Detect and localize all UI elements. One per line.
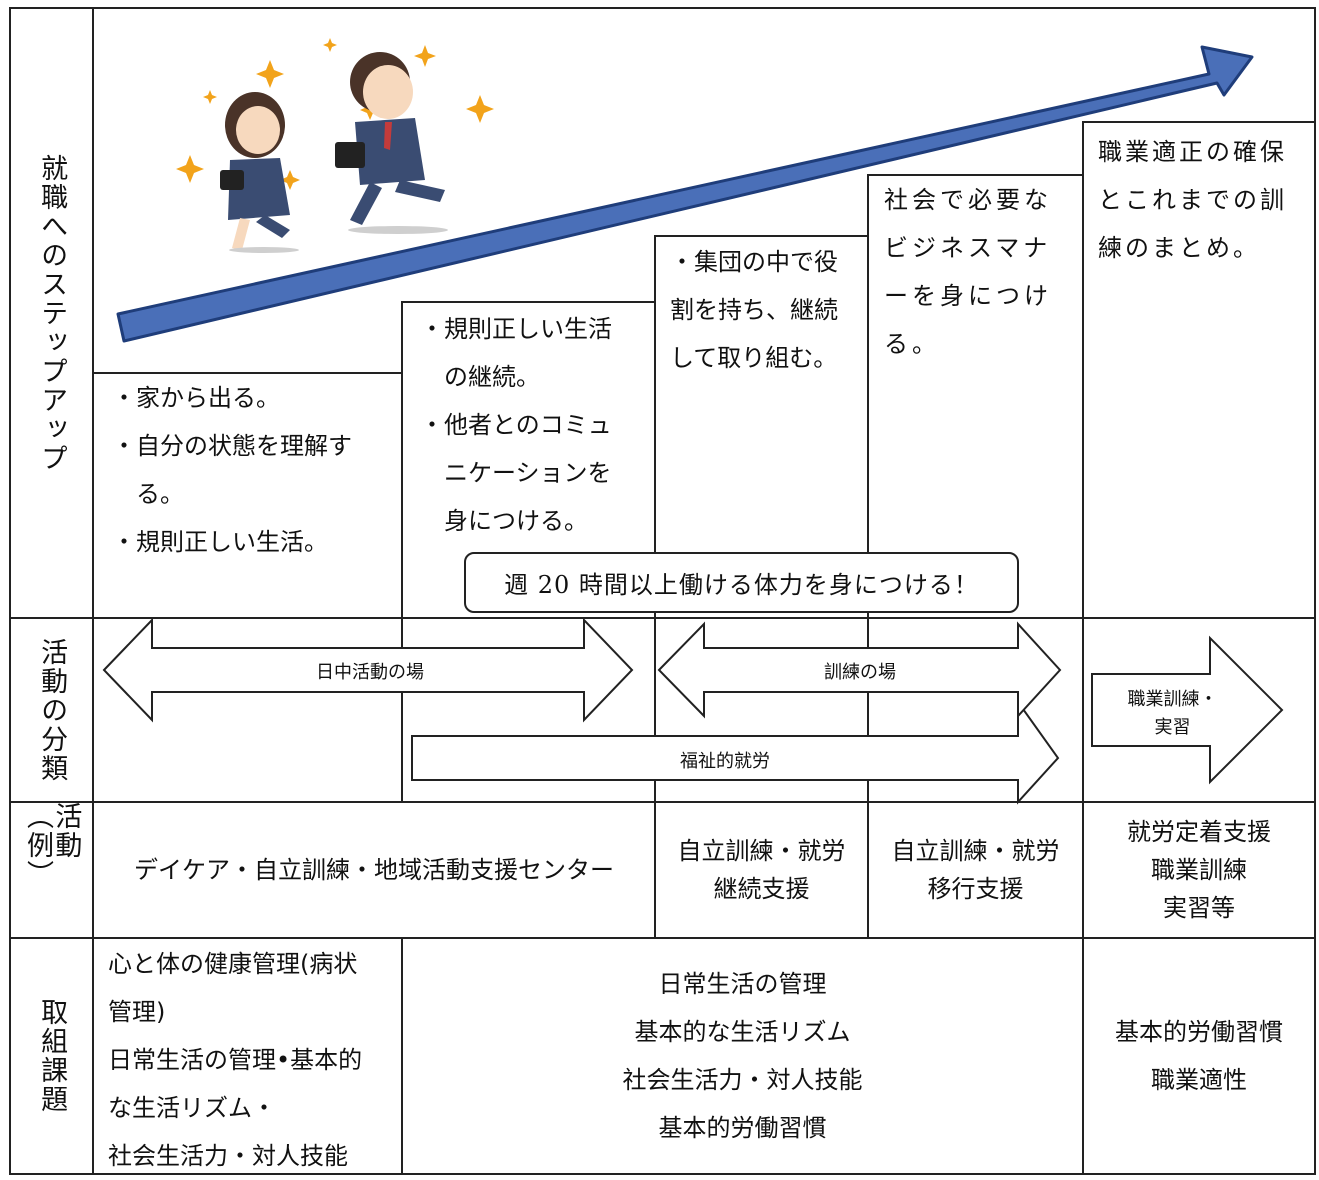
row-label-activity-example: 活動︵例︶ <box>10 802 92 938</box>
step-2-line: ニケーションを <box>420 459 612 487</box>
man-figure <box>335 52 448 234</box>
callout-text: 週 20 時間以上働ける体力を身につける！ <box>504 571 979 599</box>
step-2-line: ・他者とのコミュ <box>420 411 612 439</box>
step-4-line: ーを身につけ <box>884 282 1052 310</box>
example-cell-3: 自立訓練・就労 移行支援 <box>869 803 1082 937</box>
example-text: 実習等 <box>1163 894 1235 922</box>
step-3-line: ・集団の中で役 <box>670 248 838 276</box>
example-cell-2: 自立訓練・就労 継続支援 <box>656 803 867 937</box>
progress-arrow <box>116 45 1254 343</box>
example-text: 自立訓練・就労 <box>891 837 1060 865</box>
vocational-arrow <box>1091 635 1284 785</box>
running-people-illustration <box>176 38 494 253</box>
example-cell-1: デイケア・自立訓練・地域活動支援センター <box>94 803 654 937</box>
issue-line: 社会生活力・対人技能 <box>622 1066 863 1094</box>
issues-cell-2: 日常生活の管理 基本的な生活リズム 社会生活力・対人技能 基本的労働習慣 <box>403 939 1082 1173</box>
issue-line: 日常生活の管理 <box>658 970 827 998</box>
step-1-line: る。 <box>112 480 184 508</box>
step-2-text: ・規則正しい生活 の継続。 ・他者とのコミュ ニケーションを 身につける。 <box>420 305 652 545</box>
welfare-arrow-label: 福祉的就労 <box>680 751 770 772</box>
step-1-text: ・家から出る。 ・自分の状態を理解す る。 ・規則正しい生活。 <box>112 374 397 566</box>
step-5-line: 職業適正の確保 <box>1098 138 1287 166</box>
row-label-issues: 取組課題 <box>10 938 92 1174</box>
row-label-activity-class-text: 活動の分類 <box>36 637 68 783</box>
step-1-line: ・規則正しい生活。 <box>112 528 328 556</box>
issues-cell-1: 心と体の健康管理(病状 管理) 日常生活の管理•基本的 な生活リズム・ 社会生活… <box>108 940 400 1180</box>
vocational-arrow-label: 職業訓練・ 実習 <box>1100 686 1245 742</box>
callout-box: 週 20 時間以上働ける体力を身につける！ <box>464 552 1019 613</box>
issue-line: な生活リズム・ <box>108 1094 276 1122</box>
step-1-line: ・家から出る。 <box>112 384 280 412</box>
step-4-line: 社会で必要な <box>884 186 1052 214</box>
step-3-line: 割を持ち、継続 <box>670 296 838 324</box>
example-text: 継続支援 <box>713 875 810 903</box>
row-label-activity-class: 活動の分類 <box>10 618 92 802</box>
issue-line: 職業適性 <box>1151 1066 1247 1094</box>
issue-line: 心と体の健康管理(病状 <box>108 950 358 978</box>
row-label-activity-example-text: 活動︵例︶ <box>22 802 82 889</box>
example-text: 職業訓練 <box>1151 856 1247 884</box>
training-arrow <box>657 621 1062 719</box>
issue-line: 基本的労働習慣 <box>1115 1018 1283 1046</box>
issue-line: 日常生活の管理•基本的 <box>108 1046 363 1074</box>
example-text: デイケア・自立訓練・地域活動支援センター <box>134 856 614 884</box>
step-5-line: とこれまでの訓 <box>1098 186 1287 214</box>
step-3-line: して取り組む。 <box>670 344 838 372</box>
daytime-arrow <box>102 617 634 723</box>
step-2-line: の継続。 <box>420 363 540 391</box>
example-text: 移行支援 <box>927 875 1024 903</box>
step-2-line: 身につける。 <box>420 507 588 535</box>
row-label-step: 就職へのステップアップ <box>10 8 92 618</box>
step-2-line: ・規則正しい生活 <box>420 315 612 343</box>
row-label-issues-text: 取組課題 <box>36 998 68 1114</box>
issue-line: 基本的な生活リズム <box>634 1018 851 1046</box>
step-3-text: ・集団の中で役 割を持ち、継続 して取り組む。 <box>670 238 865 382</box>
example-text: 自立訓練・就労 <box>677 837 846 865</box>
woman-figure <box>220 92 299 253</box>
daytime-arrow-label: 日中活動の場 <box>316 662 424 683</box>
example-cell-4: 就労定着支援 職業訓練 実習等 <box>1084 803 1314 937</box>
issue-line: 基本的労働習慣 <box>658 1114 827 1142</box>
issue-line: 管理) <box>108 998 166 1026</box>
training-arrow-label: 訓練の場 <box>824 662 896 683</box>
classification-arrows <box>102 617 1284 805</box>
issues-cell-3: 基本的労働習慣 職業適性 <box>1084 939 1314 1173</box>
vocational-label-line: 職業訓練・ <box>1127 689 1218 710</box>
step-5-text: 職業適正の確保 とこれまでの訓 練のまとめ。 <box>1098 128 1313 272</box>
step-4-text: 社会で必要な ビジネスマナ ーを身につけ る。 <box>884 176 1079 368</box>
step-5-line: 練のまとめ。 <box>1098 234 1260 262</box>
vocational-label-line: 実習 <box>1154 717 1191 738</box>
step-1-line: ・自分の状態を理解す <box>112 432 352 460</box>
example-text: 就労定着支援 <box>1127 818 1271 846</box>
step-4-line: る。 <box>884 330 940 358</box>
issue-line: 社会生活力・対人技能 <box>108 1142 348 1170</box>
step-4-line: ビジネスマナ <box>884 234 1052 262</box>
welfare-arrow <box>411 698 1060 805</box>
progress-arrow-shape <box>116 45 1254 343</box>
row-label-step-text: 就職へのステップアップ <box>36 153 68 473</box>
